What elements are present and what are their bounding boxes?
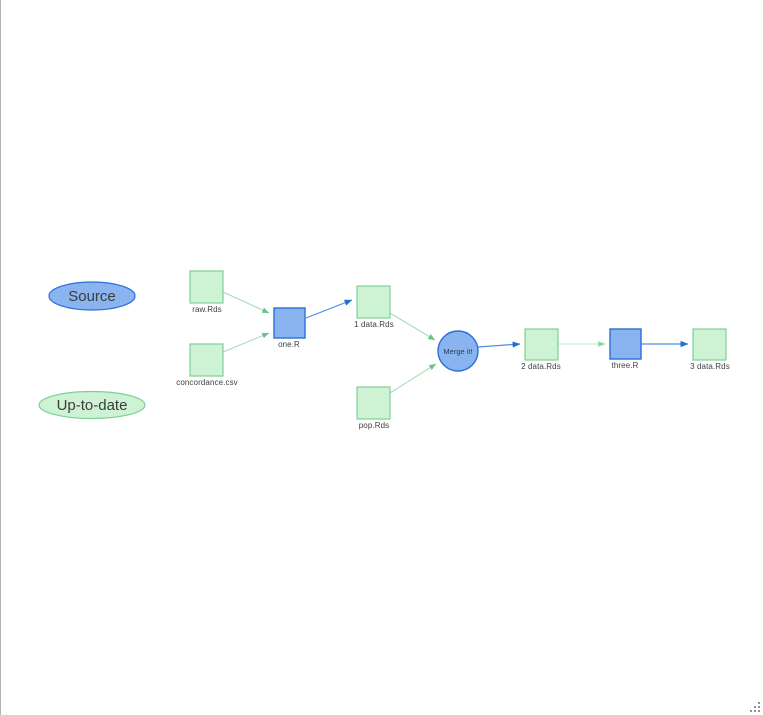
node-three-r[interactable]: [609, 328, 642, 360]
legend-layer: [38, 281, 146, 420]
node-one-data-rds[interactable]: [356, 285, 391, 319]
node-raw-rds[interactable]: [189, 270, 224, 304]
node-merge-it[interactable]: [437, 330, 479, 372]
legend-uptodate-shape[interactable]: [38, 390, 146, 420]
node-concordance-csv[interactable]: [189, 343, 224, 377]
edges-layer: [222, 291, 689, 394]
node-three-data-rds[interactable]: [692, 328, 727, 361]
edge-raw-to-one: [222, 291, 270, 314]
node-one-r[interactable]: [273, 307, 306, 339]
edge-concordance-to-one: [222, 332, 270, 353]
legend-source-shape[interactable]: [48, 281, 136, 311]
node-two-data-rds[interactable]: [524, 328, 559, 361]
edge-merge-to-2data: [477, 341, 521, 348]
edge-one-to-1data: [305, 299, 353, 319]
nodes-layer: [189, 270, 727, 420]
node-pop-rds[interactable]: [356, 386, 391, 420]
edge-1data-to-merge: [389, 312, 436, 341]
edge-pop-to-merge: [389, 363, 437, 394]
resize-handle-icon[interactable]: [748, 700, 762, 714]
